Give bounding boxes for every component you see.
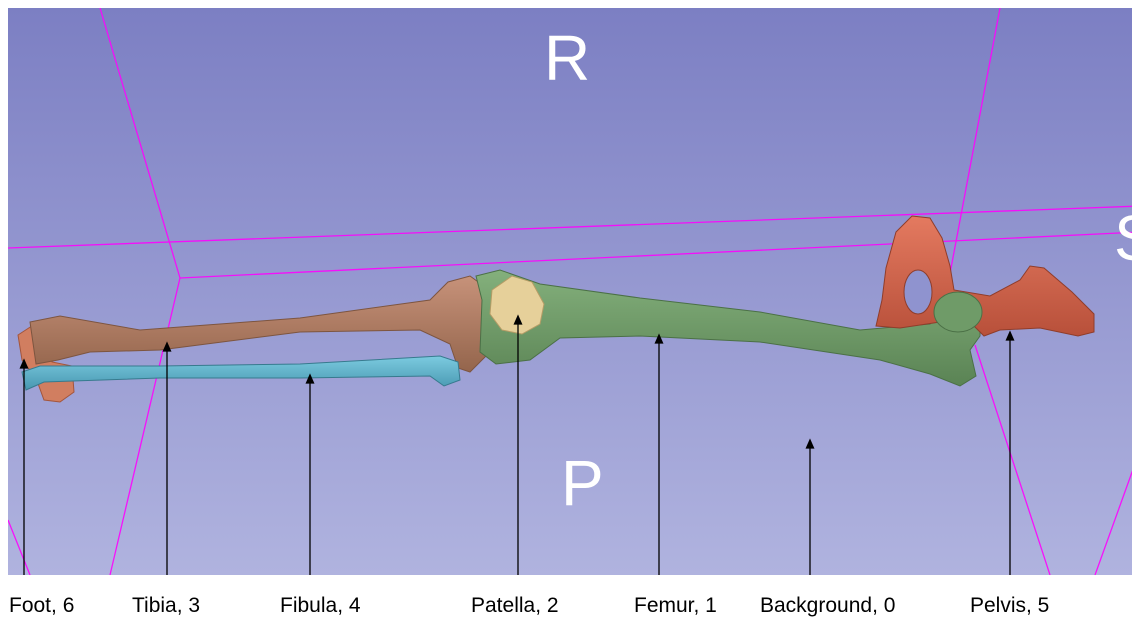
orientation-marker-bottom: P [561, 451, 604, 515]
segment-label-fibula: Fibula, 4 [280, 594, 361, 618]
segment-label-tibia: Tibia, 3 [132, 594, 200, 618]
orientation-marker-right: S [1114, 206, 1132, 270]
segment-label-patella: Patella, 2 [471, 594, 559, 618]
segment-label-background: Background, 0 [760, 594, 895, 618]
3d-viewport[interactable]: R P S [8, 8, 1132, 575]
segment-label-femur: Femur, 1 [634, 594, 717, 618]
orientation-marker-top: R [544, 26, 590, 90]
segment-label-pelvis: Pelvis, 5 [970, 594, 1049, 618]
segment-label-strip: Foot, 6 Tibia, 3 Fibula, 4 Patella, 2 Fe… [0, 576, 1140, 619]
segment-label-foot: Foot, 6 [9, 594, 74, 618]
